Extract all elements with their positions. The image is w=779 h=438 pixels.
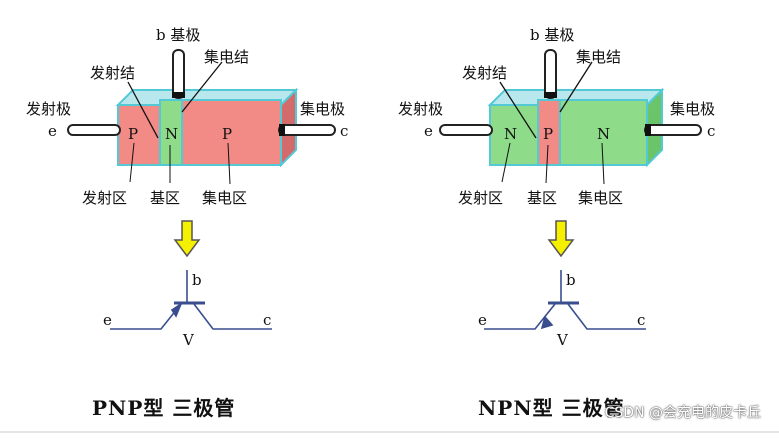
npn-collector-electrode-label: 集电极	[670, 100, 715, 118]
npn-symbol-b: b	[566, 271, 576, 289]
pnp-emitter-lead	[67, 124, 121, 136]
pnp-collector-lead	[278, 124, 336, 136]
pnp-emitter-region-label: 发射区	[82, 189, 127, 207]
npn-base-lead	[544, 49, 557, 99]
pnp-collector-type: P	[222, 125, 232, 143]
npn-emitter-junction-label: 发射结	[462, 64, 507, 82]
npn-base-label: b 基极	[530, 26, 574, 44]
pnp-symbol-e: e	[103, 311, 112, 329]
watermark: CSDN @会充电的皮卡丘	[604, 405, 761, 421]
npn-emitter-electrode-label: 发射极	[398, 100, 443, 118]
npn-emitter-region-label: 发射区	[458, 189, 503, 207]
bottom-divider	[0, 431, 779, 433]
npn-symbol-c: c	[637, 311, 645, 329]
npn-collector-terminal: c	[707, 122, 715, 140]
npn-base-region-label: 基区	[527, 189, 557, 207]
pnp-symbol	[110, 270, 272, 330]
npn-collector-region-label: 集电区	[578, 189, 623, 207]
npn-symbol-arrow	[540, 315, 554, 330]
npn-collector-type: N	[597, 125, 610, 143]
pnp-collector-region	[181, 99, 282, 166]
pnp-collector-terminal: c	[340, 122, 348, 140]
pnp-symbol-arrow	[170, 301, 183, 318]
npn-base-type: P	[543, 125, 553, 143]
npn-collector-region	[559, 99, 648, 166]
pnp-emitter-type: P	[128, 125, 138, 143]
npn-base-contact	[544, 92, 557, 98]
pnp-base-contact	[172, 92, 185, 98]
npn-emitter-type: N	[504, 125, 517, 143]
npn-symbol	[484, 270, 646, 330]
pnp-symbol-v: V	[182, 331, 195, 349]
pnp-symbol-c: c	[263, 311, 271, 329]
npn-emitter-region	[489, 104, 539, 166]
pnp-collector-electrode-label: 集电极	[300, 100, 345, 118]
pnp-emitter-junction-label: 发射结	[90, 64, 135, 82]
npn-base-region-pointer	[545, 144, 549, 184]
npn-symbol-v: V	[556, 331, 569, 349]
pnp-base-type: N	[165, 125, 178, 143]
pnp-emitter-region-pointer	[129, 142, 135, 183]
npn-down-arrow	[547, 220, 575, 258]
pnp-collector-junction-label: 集电结	[204, 48, 249, 66]
pnp-emitter-terminal: e	[48, 122, 57, 140]
pnp-base-region-label: 基区	[150, 189, 180, 207]
npn-collector-junction-label: 集电结	[576, 48, 621, 66]
pnp-collector-junction-pointer	[181, 61, 223, 113]
pnp-emitter-region	[117, 104, 161, 166]
npn-caption: NPN型 三极管	[478, 396, 625, 420]
npn-collector-contact	[645, 124, 651, 136]
npn-symbol-emitter-line	[484, 303, 556, 330]
pnp-collector-region-label: 集电区	[202, 189, 247, 207]
pnp-symbol-emitter-line	[110, 303, 182, 330]
pnp-collector-region-pointer	[227, 142, 231, 185]
pnp-structure	[67, 49, 336, 185]
npn-symbol-e: e	[478, 311, 487, 329]
pnp-symbol-b: b	[192, 271, 202, 289]
pnp-caption: PNP型 三极管	[92, 396, 236, 420]
pnp-collector-contact	[279, 124, 285, 136]
npn-emitter-lead	[439, 124, 493, 136]
pnp-symbol-collector-line	[193, 303, 272, 330]
pnp-base-lead	[172, 49, 185, 99]
npn-collector-region-pointer	[601, 142, 605, 185]
npn-structure	[439, 49, 702, 185]
pnp-base-label: b 基极	[156, 26, 200, 44]
npn-symbol-collector-line	[567, 303, 646, 330]
npn-collector-junction-pointer	[559, 61, 593, 113]
pnp-emitter-junction-pointer	[127, 81, 159, 139]
pnp-emitter-electrode-label: 发射极	[26, 100, 71, 118]
npn-emitter-region-pointer	[501, 142, 511, 183]
npn-emitter-terminal: e	[424, 122, 433, 140]
npn-emitter-junction-pointer	[499, 81, 537, 139]
pnp-down-arrow	[173, 220, 201, 258]
npn-collector-lead	[644, 124, 702, 136]
